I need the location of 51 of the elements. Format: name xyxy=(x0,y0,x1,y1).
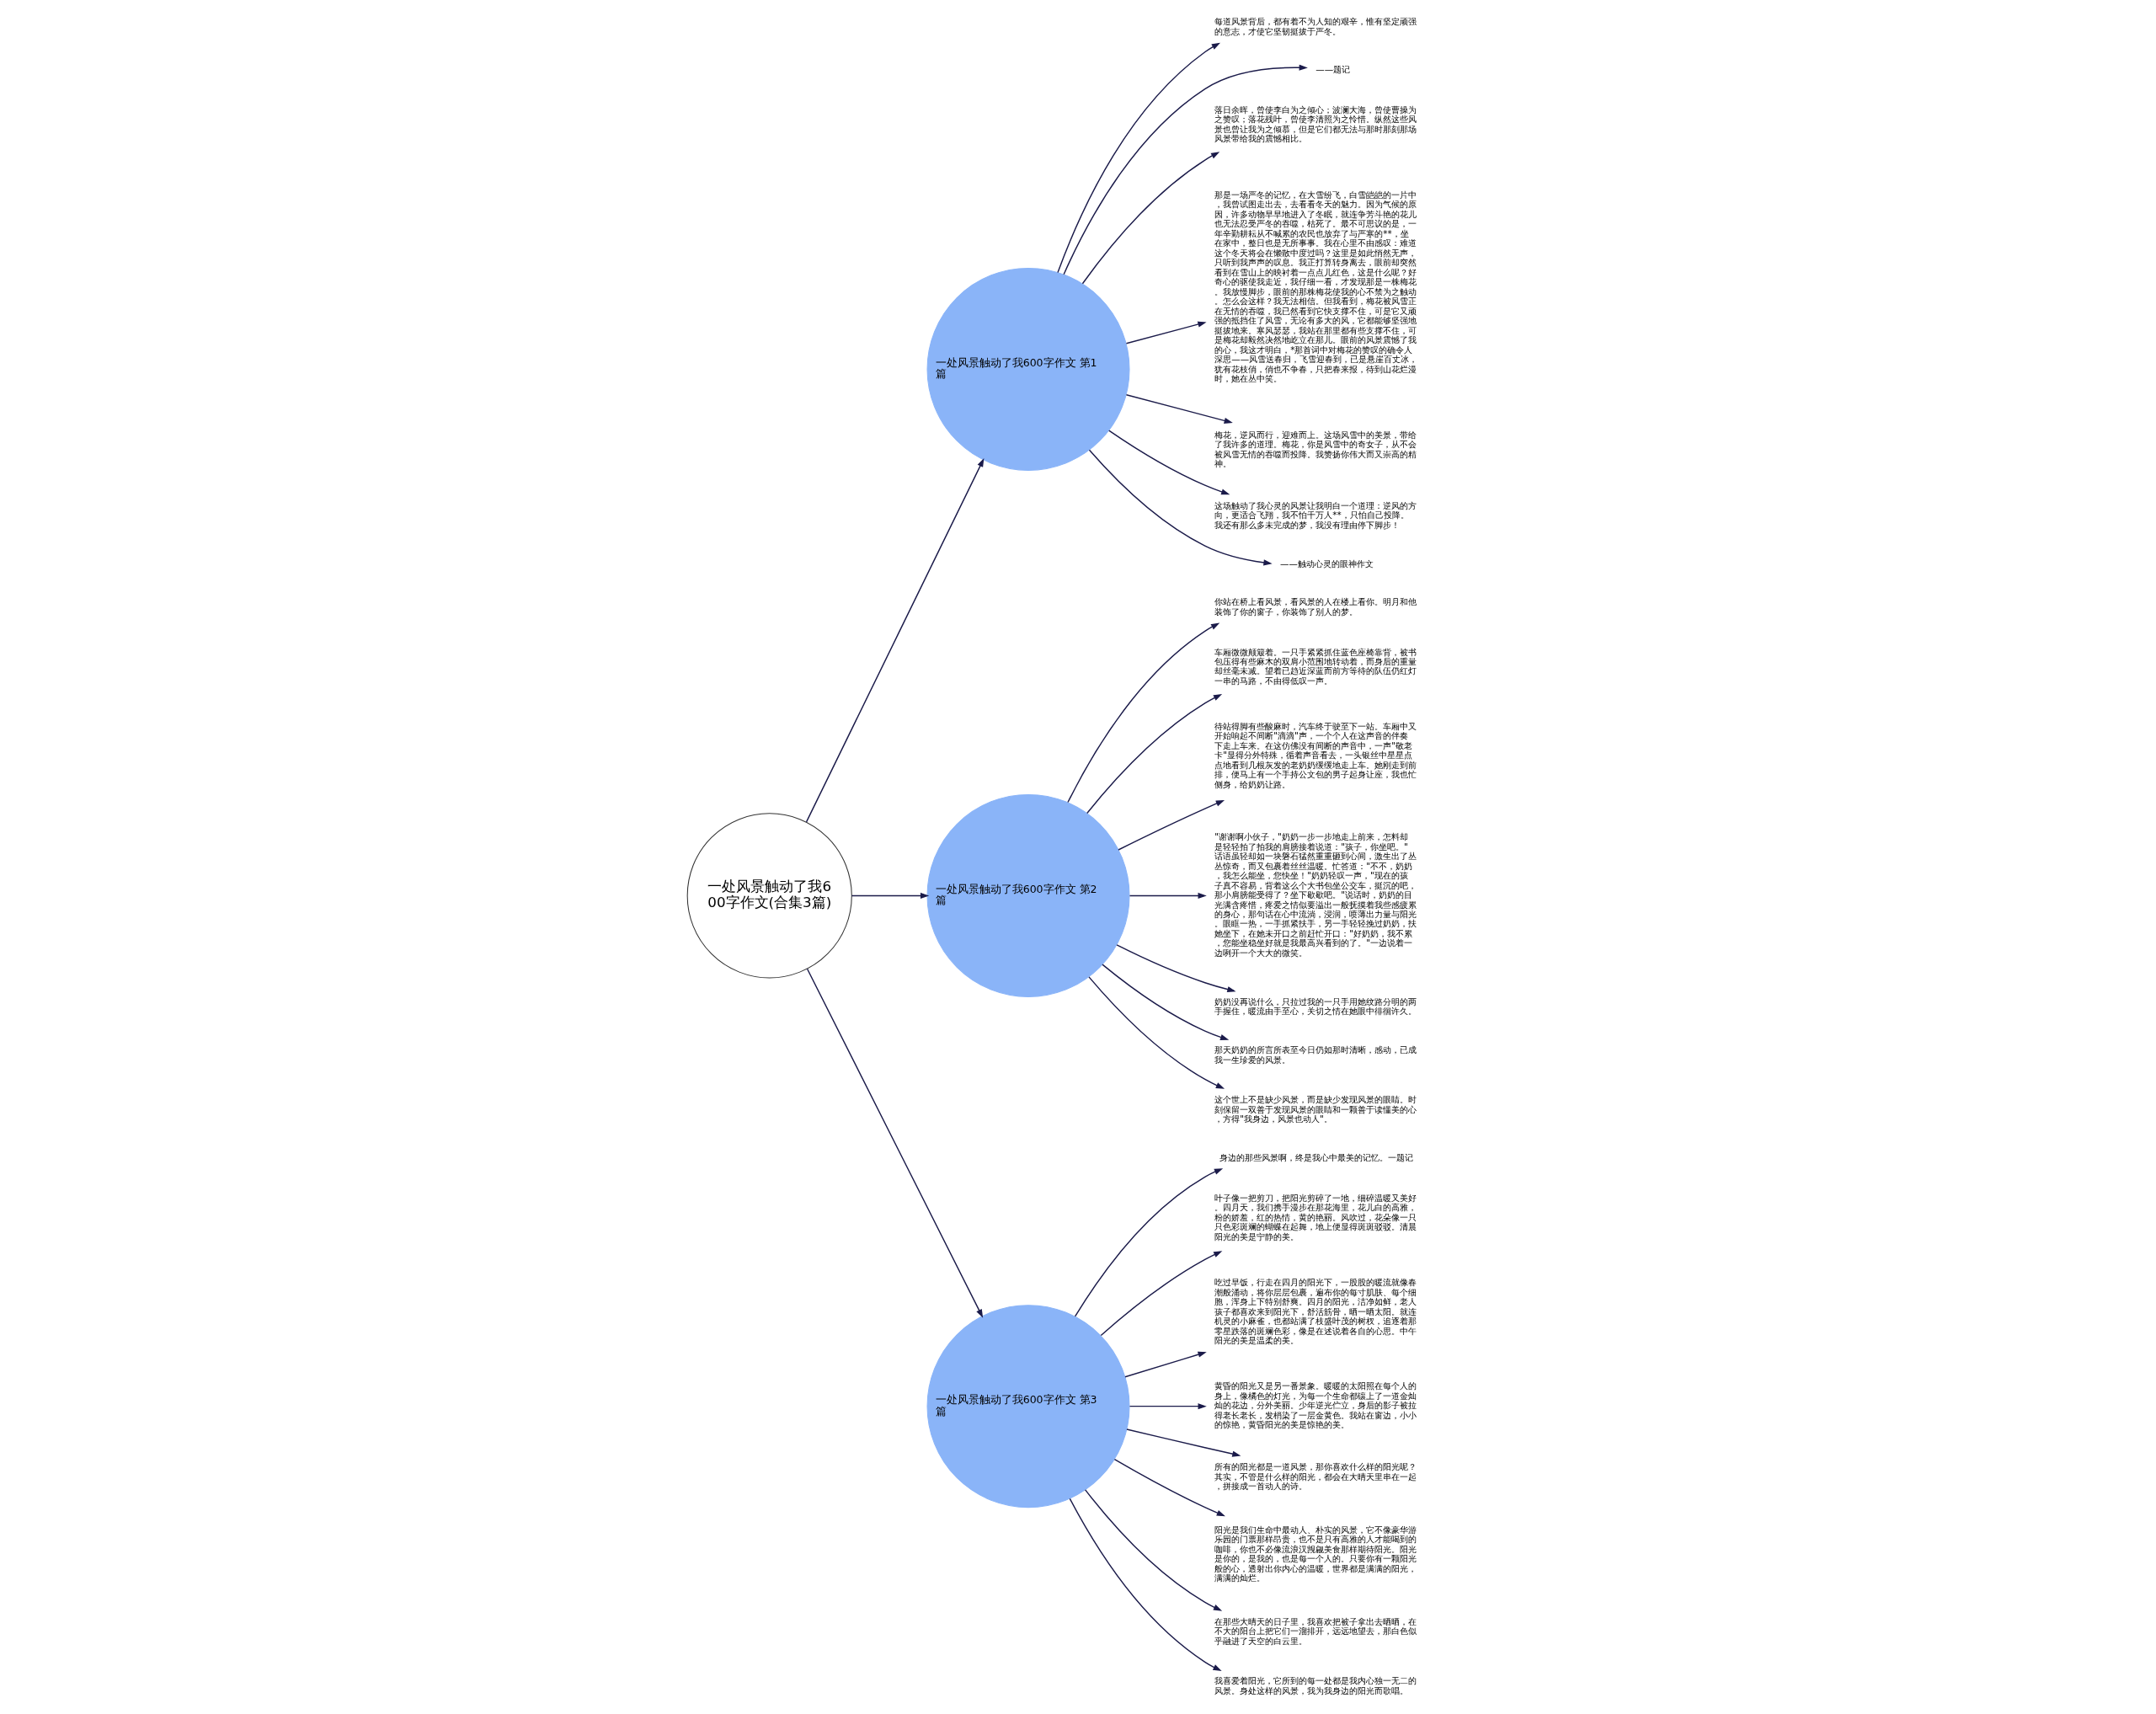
node-text: 吃过早饭，行走在四月的阳光下，一股股的暖流就像春潮般涌动，将你层层包裹，遍布你的每寸肌肤、每个细胞，浑身上下特别舒爽。四月的阳光，洁净如鲜，老人孩子都喜欢来到阳光下，舒活筋骨，晒一晒太阳。就连机灵的小麻雀，也都站满了枝盛叶茂的树杈，追逐着那零星跌落的斑斓色彩，像是在述说着各自的心思。中午阳光的美是温柔的美。 xyxy=(1214,1277,1417,1346)
arrow xyxy=(1088,449,1273,566)
node-text: 在那些大晴天的日子里，我喜欢把被子拿出去晒晒，在不大的阳台上把它们一溜排开，远远地望去，那白色似乎融进了天空的白云里。 xyxy=(1214,1615,1417,1646)
node-text: 待站得脚有些酸麻时，汽车终于驶至下一站。车厢中又开始响起不间断"滴滴"声，一个个人在这声音的伴奏下走上车来。在这仿佛没有间断的声音中，一声"敬老卡"显得分外特殊，循着声音看去，一头银丝中星星点点地看到几根灰发的老奶奶缓缓地走上车。她刚走到前排，便马上有一个手持公文包的男子起身让座，我也忙侧身，给奶奶让路。 xyxy=(1214,720,1417,789)
node-text: 身边的那些风景啊，终是我心中最美的记忆。一题记 xyxy=(1219,1152,1413,1163)
arrow xyxy=(1125,394,1233,424)
arrow xyxy=(1129,1403,1207,1410)
arrow xyxy=(1129,892,1207,899)
arrow xyxy=(1087,976,1225,1089)
arrow xyxy=(851,892,929,899)
node-text: 所有的阳光都是一道风景，那你喜欢什么样的阳光呢？其实，不管是什么样的阳光，都会在大晴天里串在一起，拼接成一首动人的诗。 xyxy=(1214,1461,1417,1492)
node-text: 阳光是我们生命中最动人、朴实的风景，它不像豪华游乐园的门票那样昂贵，也不是只有高雅的人才能喝到的咖啡，你也不必像流浪汉觊觎美食那样期待阳光。阳光是你的，是我的，也是每一个人的。只要你有一颗阳光般的心，透射出你内心的温暖，世界都是满满的阳光，满满的灿烂。 xyxy=(1214,1524,1417,1583)
node-text: ——题记 xyxy=(1315,64,1350,75)
node-text: 奶奶没再说什么，只拉过我的一只手用她纹路分明的两手握住，暖流由手至心，关切之情在她眼中徘徊许久。 xyxy=(1214,996,1417,1017)
arrow xyxy=(806,968,983,1318)
node-text: 这场触动了我心灵的风景让我明白一个道理：逆风的方向，更适合飞翔，我不怕千万人**，只怕自己投降。我还有那么多未完成的梦，我没有理由停下脚步！ xyxy=(1214,499,1417,530)
arrow xyxy=(1125,1428,1241,1457)
node-text: 每道风景背后，都有着不为人知的艰辛，惟有坚定顽强的意志，才使它坚韧挺拔于严冬。 xyxy=(1214,16,1417,36)
arrow xyxy=(1123,1351,1207,1378)
arrow xyxy=(1069,1498,1222,1672)
arrow xyxy=(1074,1168,1223,1317)
arrow xyxy=(1100,1251,1222,1337)
node-text: 我喜爱着阳光，它所到的每一处都是我内心独一无二的风景。身处这样的风景，我为我身边的阳光而歌唱。 xyxy=(1214,1675,1417,1695)
arrow xyxy=(1115,944,1236,993)
node-text: ——触动心灵的眼神作文 xyxy=(1279,558,1374,569)
node-text: "谢谢啊小伙子，"奶奶一步一步地走上前来，怎料却是轻轻拍了拍我的肩膀接着说道："孩子，你坐吧。"话语虽轻却如一块磐石猛然重重砸到心间，激生出了丛丛惊奇，而又包裹着丝丝温暖。忙答道："不不，奶奶，我怎么能坐，您快坐！"奶奶轻叹一声，"现在的孩子真不容易，背着这么个大书包坐公交车，挺沉的吧，那小肩膀能受得了？坐下歇歇吧。"说话时，奶奶的目光满含疼惜，疼爱之情似要溢出一般抚摸着我些感疲累的身心，那句话在心中流淌，浸润，喷薄出力量与阳光。眼眶一热，一手抓紧扶手，另一手轻轻挽过奶奶，扶她坐下，在她未开口之前赶忙开口："好奶奶，我不累，您能坐稳坐好就是我最高兴看到的了。"一边说着一边咧开一个大大的微笑。 xyxy=(1214,831,1417,958)
arrow xyxy=(1066,622,1219,804)
arrow xyxy=(1084,1489,1222,1611)
arrow xyxy=(1113,1458,1225,1517)
node-text: 那是一场严冬的记忆，在大雪纷飞，白雪皑皑的一片中，我曾试图走出去，去看看冬天的魅力。因为气候的原因，许多动物早早地进入了冬眠，就连争芳斗艳的花儿也无法忍受严冬的吞噬，枯死了。最不可思议的是，一年辛勤耕耘从不喊累的农民也放弃了与严寒的**，坐在家中，整日也是无所事事。我在心里不由感叹：难道这个冬天将会在懒散中度过吗？这里是如此悄然无声，只听到我声声的叹息。我正打算转身离去，眼前却突然看到在雪山上的映衬着一点点儿红色，这是什么呢？好奇心的驱使我走近，我仔细一看，才发现那是一株梅花。我放慢脚步，眼前的那株梅花使我的心不禁为之触动。怎么会这样？我无法相信。但我看到，梅花被风雪正在无情的吞噬，我已然看到它快支撑不住，可是它又顽强的抵挡住了风雪，无论有多大的风，它都能够坚强地挺拔地来。寒风瑟瑟，我站在那里都有些支撑不住，可是梅花却毅然决然地屹立在那儿。眼前的风景震憾了我的心，我这才明白，*那首词中对梅花的赞叹的确令人深思——风雪送春归，飞雪迎春到，已是悬崖百丈冰，犹有花枝俏，俏也不争春，只把春来报，待到山花烂漫时，她在丛中笑。 xyxy=(1214,189,1417,383)
arrow xyxy=(1117,799,1225,851)
node-text: 梅花，逆风而行，迎难而上。这场风雪中的美景，带给了我许多的道理。梅花，你是风雪中的奇女子，从不会被风雪无情的吞噬而投降。我赞扬你伟大而又崇高的精神。 xyxy=(1214,429,1417,469)
node-text: 叶子像一把剪刀，把阳光剪碎了一地，细碎温暖又美好。四月天，我们携手漫步在那花海里，花儿白的高雅，粉的娇羞，红的热情，黄的艳丽。风吹过，花朵像一只只色彩斑斓的蝴蝶在起舞，地上便显得斑斑驳驳。清晨阳光的美是宁静的美。 xyxy=(1214,1193,1417,1241)
node-text: 你站在桥上看风景，看风景的人在楼上看你。明月和他装饰了你的窗子，你装饰了别人的梦。 xyxy=(1214,596,1417,617)
arrow xyxy=(805,458,984,823)
arrow xyxy=(1086,694,1222,814)
arrow xyxy=(1062,64,1308,275)
node-text: 这个世上不是缺少风景，而是缺少发现风景的眼睛。时刻保留一双善于发现风景的眼睛和一颗善于读懂美的心，方得"我身边，风景也动人"。 xyxy=(1214,1094,1417,1124)
node-circle: 一处风景触动了我600字作文 第1篇 xyxy=(926,267,1130,471)
node-text: 车厢微微颠簸着。一只手紧紧抓住蓝色座椅靠背，被书包压得有些麻木的双肩小范围地转动着，而身后的重量却丝毫未减。望着已趋近深蓝而前方等待的队伍仍红灯一串的马路，不由得低叹一声。 xyxy=(1214,646,1417,686)
arrow xyxy=(1107,430,1230,495)
arrow xyxy=(1101,964,1229,1040)
node-text: 黄昏的阳光又是另一番景象。暖暖的太阳照在每个人的身上，像橘色的灯光，为每一个生命都镶上了一道金灿灿的花边，分外美丽。少年逆光伫立，身后的影子被拉得老长老长，发梢染了一层金黄色。我站在窗边，小小的惊艳，黄昏阳光的美是惊艳的美。 xyxy=(1214,1380,1417,1430)
node-text: 那天奶奶的所言所表至今日仍如那时清晰，感动，已成我一生珍爱的风景。 xyxy=(1214,1044,1417,1065)
node-circle: 一处风景触动了我600字作文 第2篇 xyxy=(926,793,1130,997)
node-circle: 一处风景触动了我600字作文 第3篇 xyxy=(926,1305,1130,1508)
arrow xyxy=(1125,321,1207,344)
arrow xyxy=(1056,42,1220,274)
node-circle: 一处风景触动了我600字作文(合集3篇) xyxy=(686,813,852,979)
arrow xyxy=(1081,152,1219,285)
node-text: 落日余晖，曾使李白为之倾心；波澜大海，曾使曹操为之赞叹；落花残叶，曾使李清照为之怜惜。纵然这些风景也曾让我为之倾慕，但是它们都无法与那时那刻那场风景带给我的震憾相比。 xyxy=(1214,104,1417,144)
